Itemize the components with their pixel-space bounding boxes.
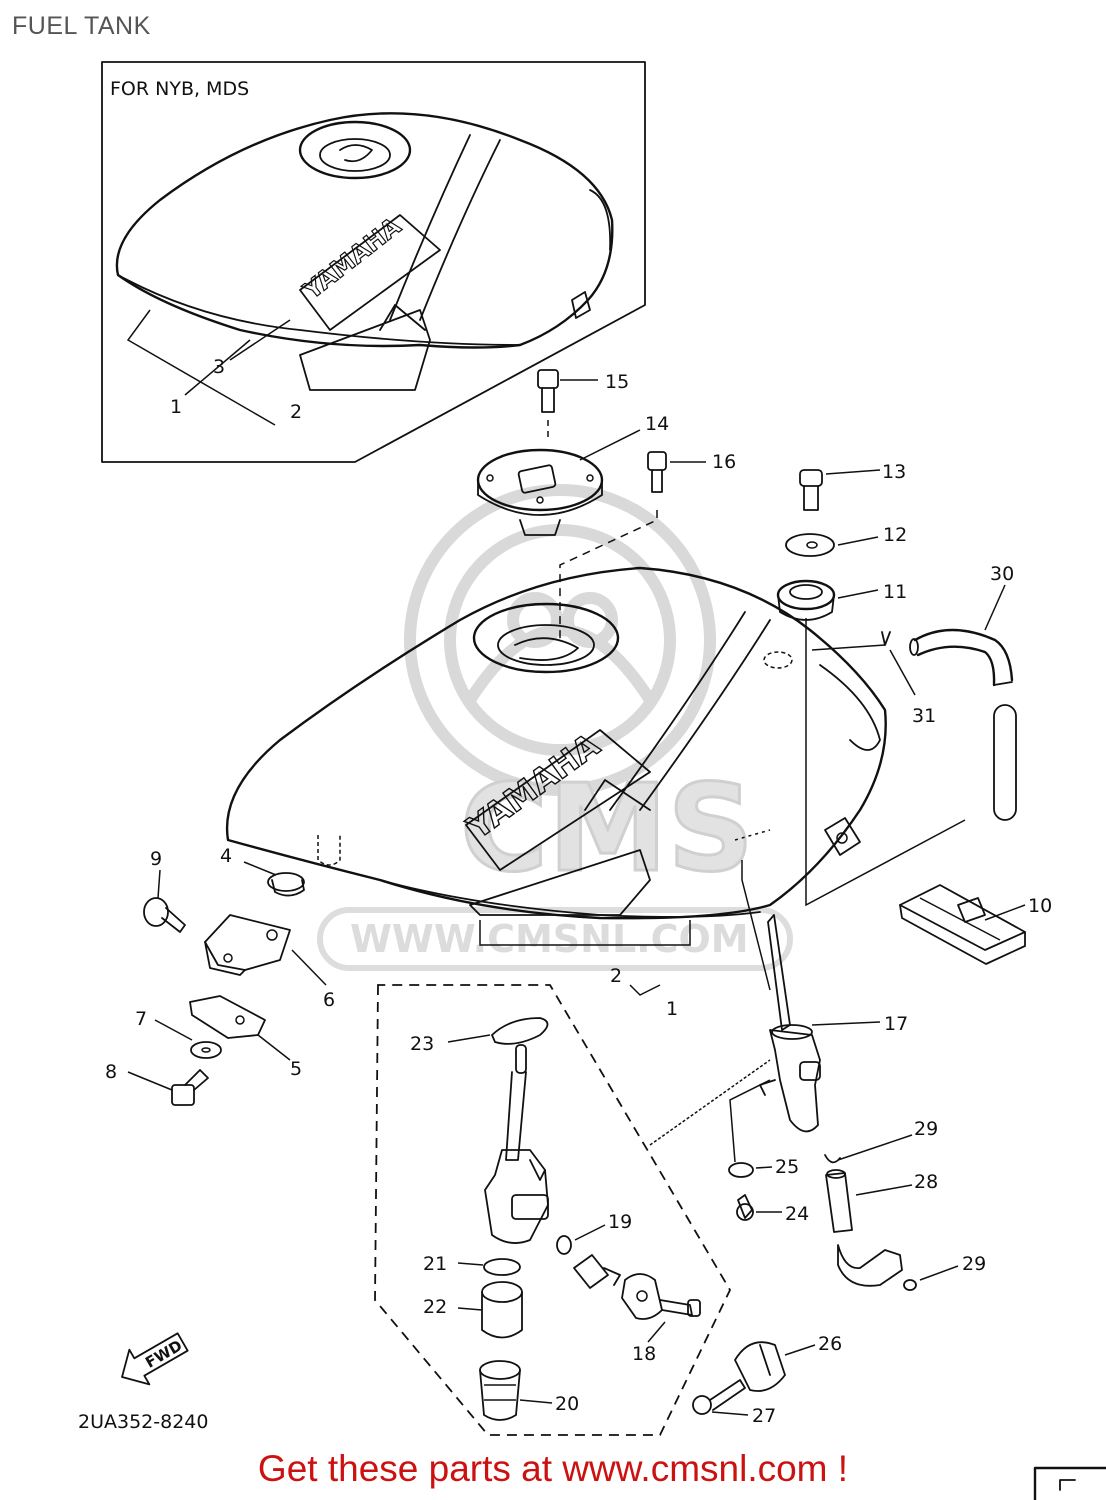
part-6-bracket: 6: [204, 914, 335, 1011]
part-30-breather-hose: 30: [909, 563, 1017, 821]
corner-mark: [1033, 1466, 1106, 1500]
callout-main-2: 2: [610, 965, 622, 987]
part-12-washer: 12: [785, 524, 907, 557]
part-31-clip: 31: [811, 631, 936, 727]
part-7-washer: 7: [135, 1008, 222, 1059]
fuel-cock-assembly-alt: [484, 1044, 549, 1244]
callout-20: 20: [555, 1393, 579, 1415]
part-16-bolt: 16: [647, 451, 736, 493]
part-26-cock-lever: 26: [734, 1333, 842, 1392]
callout-6: 6: [323, 989, 335, 1011]
part-25-washer: 25: [728, 1079, 799, 1178]
part-18-screw: 18: [632, 1299, 701, 1365]
callout-12: 12: [883, 524, 907, 546]
callout-31: 31: [912, 705, 936, 727]
page-title: FUEL TANK: [12, 12, 151, 40]
callout-25: 25: [775, 1156, 799, 1178]
callout-17: 17: [884, 1013, 908, 1035]
callout-inset-3: 3: [213, 356, 225, 378]
part-20-filter: 20: [479, 1360, 579, 1421]
part-14-fuel-cap: 14: [476, 413, 669, 536]
callout-29b: 29: [962, 1253, 986, 1275]
callout-11: 11: [883, 581, 907, 603]
callout-21: 21: [423, 1253, 447, 1275]
callout-5: 5: [290, 1058, 302, 1080]
inset-tank-logo-text: YAMAHA: [298, 212, 407, 306]
callout-26: 26: [818, 1333, 842, 1355]
callout-29a: 29: [914, 1118, 938, 1140]
callout-7: 7: [135, 1008, 147, 1030]
part-9-screw: 9: [143, 848, 186, 933]
part-29-clip-lower: 29: [903, 1253, 986, 1291]
part-11-grommet: 11: [776, 579, 907, 621]
inset-fuel-tank: YAMAHA: [115, 112, 614, 391]
watermark-url-text: WWW.CMSNL.COM: [350, 917, 749, 961]
watermark: CMS WWW.CMSNL.COM: [317, 484, 793, 971]
callout-14: 14: [645, 413, 669, 435]
part-22-bowl: 22: [423, 1281, 523, 1339]
part-23-gasket: 23: [410, 1017, 549, 1055]
callout-19: 19: [608, 1211, 632, 1233]
callout-10: 10: [1028, 895, 1052, 917]
callout-24: 24: [785, 1203, 809, 1225]
part-8-bolt: 8: [105, 1061, 209, 1106]
callout-inset-1: 1: [170, 396, 182, 418]
part-15-bolt: 15: [537, 369, 629, 413]
part-29-clip-upper: 29: [824, 1118, 938, 1164]
callout-9: 9: [150, 848, 162, 870]
callout-23: 23: [410, 1033, 434, 1055]
part-21-o-ring: 21: [423, 1253, 521, 1276]
inset-variant-box: FOR NYB, MDS YAMAHA 3 1 2: [101, 61, 646, 463]
callout-main-1: 1: [666, 998, 678, 1020]
part-4-damper: 4: [220, 845, 305, 897]
fuel-cock-group-outline: [374, 984, 732, 1436]
callout-18: 18: [632, 1343, 656, 1365]
fwd-arrow-icon: FWD: [121, 1332, 189, 1386]
diagram-part-number: 2UA352-8240: [78, 1411, 208, 1433]
callout-30: 30: [990, 563, 1014, 585]
part-27-screw: 27: [692, 1379, 776, 1427]
callout-8: 8: [105, 1061, 117, 1083]
part-5-plate: 5: [189, 995, 302, 1080]
callout-inset-2: 2: [290, 401, 302, 423]
callout-27: 27: [752, 1405, 776, 1427]
callout-4: 4: [220, 845, 232, 867]
callout-15: 15: [605, 371, 629, 393]
part-17-fuel-cock: 17: [759, 914, 908, 1133]
part-lever-plate: [621, 1273, 663, 1320]
part-19-o-ring: 19: [556, 1211, 632, 1255]
part-13-bolt: 13: [799, 461, 906, 511]
part-valve-knob: [573, 1254, 621, 1289]
footer-cta[interactable]: Get these parts at www.cmsnl.com !: [257, 1448, 849, 1489]
inset-variant-label: FOR NYB, MDS: [110, 78, 249, 100]
callout-28: 28: [914, 1171, 938, 1193]
part-10-rubber-mount: 10: [899, 884, 1052, 965]
callout-22: 22: [423, 1296, 447, 1318]
callout-13: 13: [882, 461, 906, 483]
part-28-fuel-hose: 28: [825, 1169, 938, 1287]
callout-16: 16: [712, 451, 736, 473]
part-24-screw: 24: [736, 1194, 809, 1225]
